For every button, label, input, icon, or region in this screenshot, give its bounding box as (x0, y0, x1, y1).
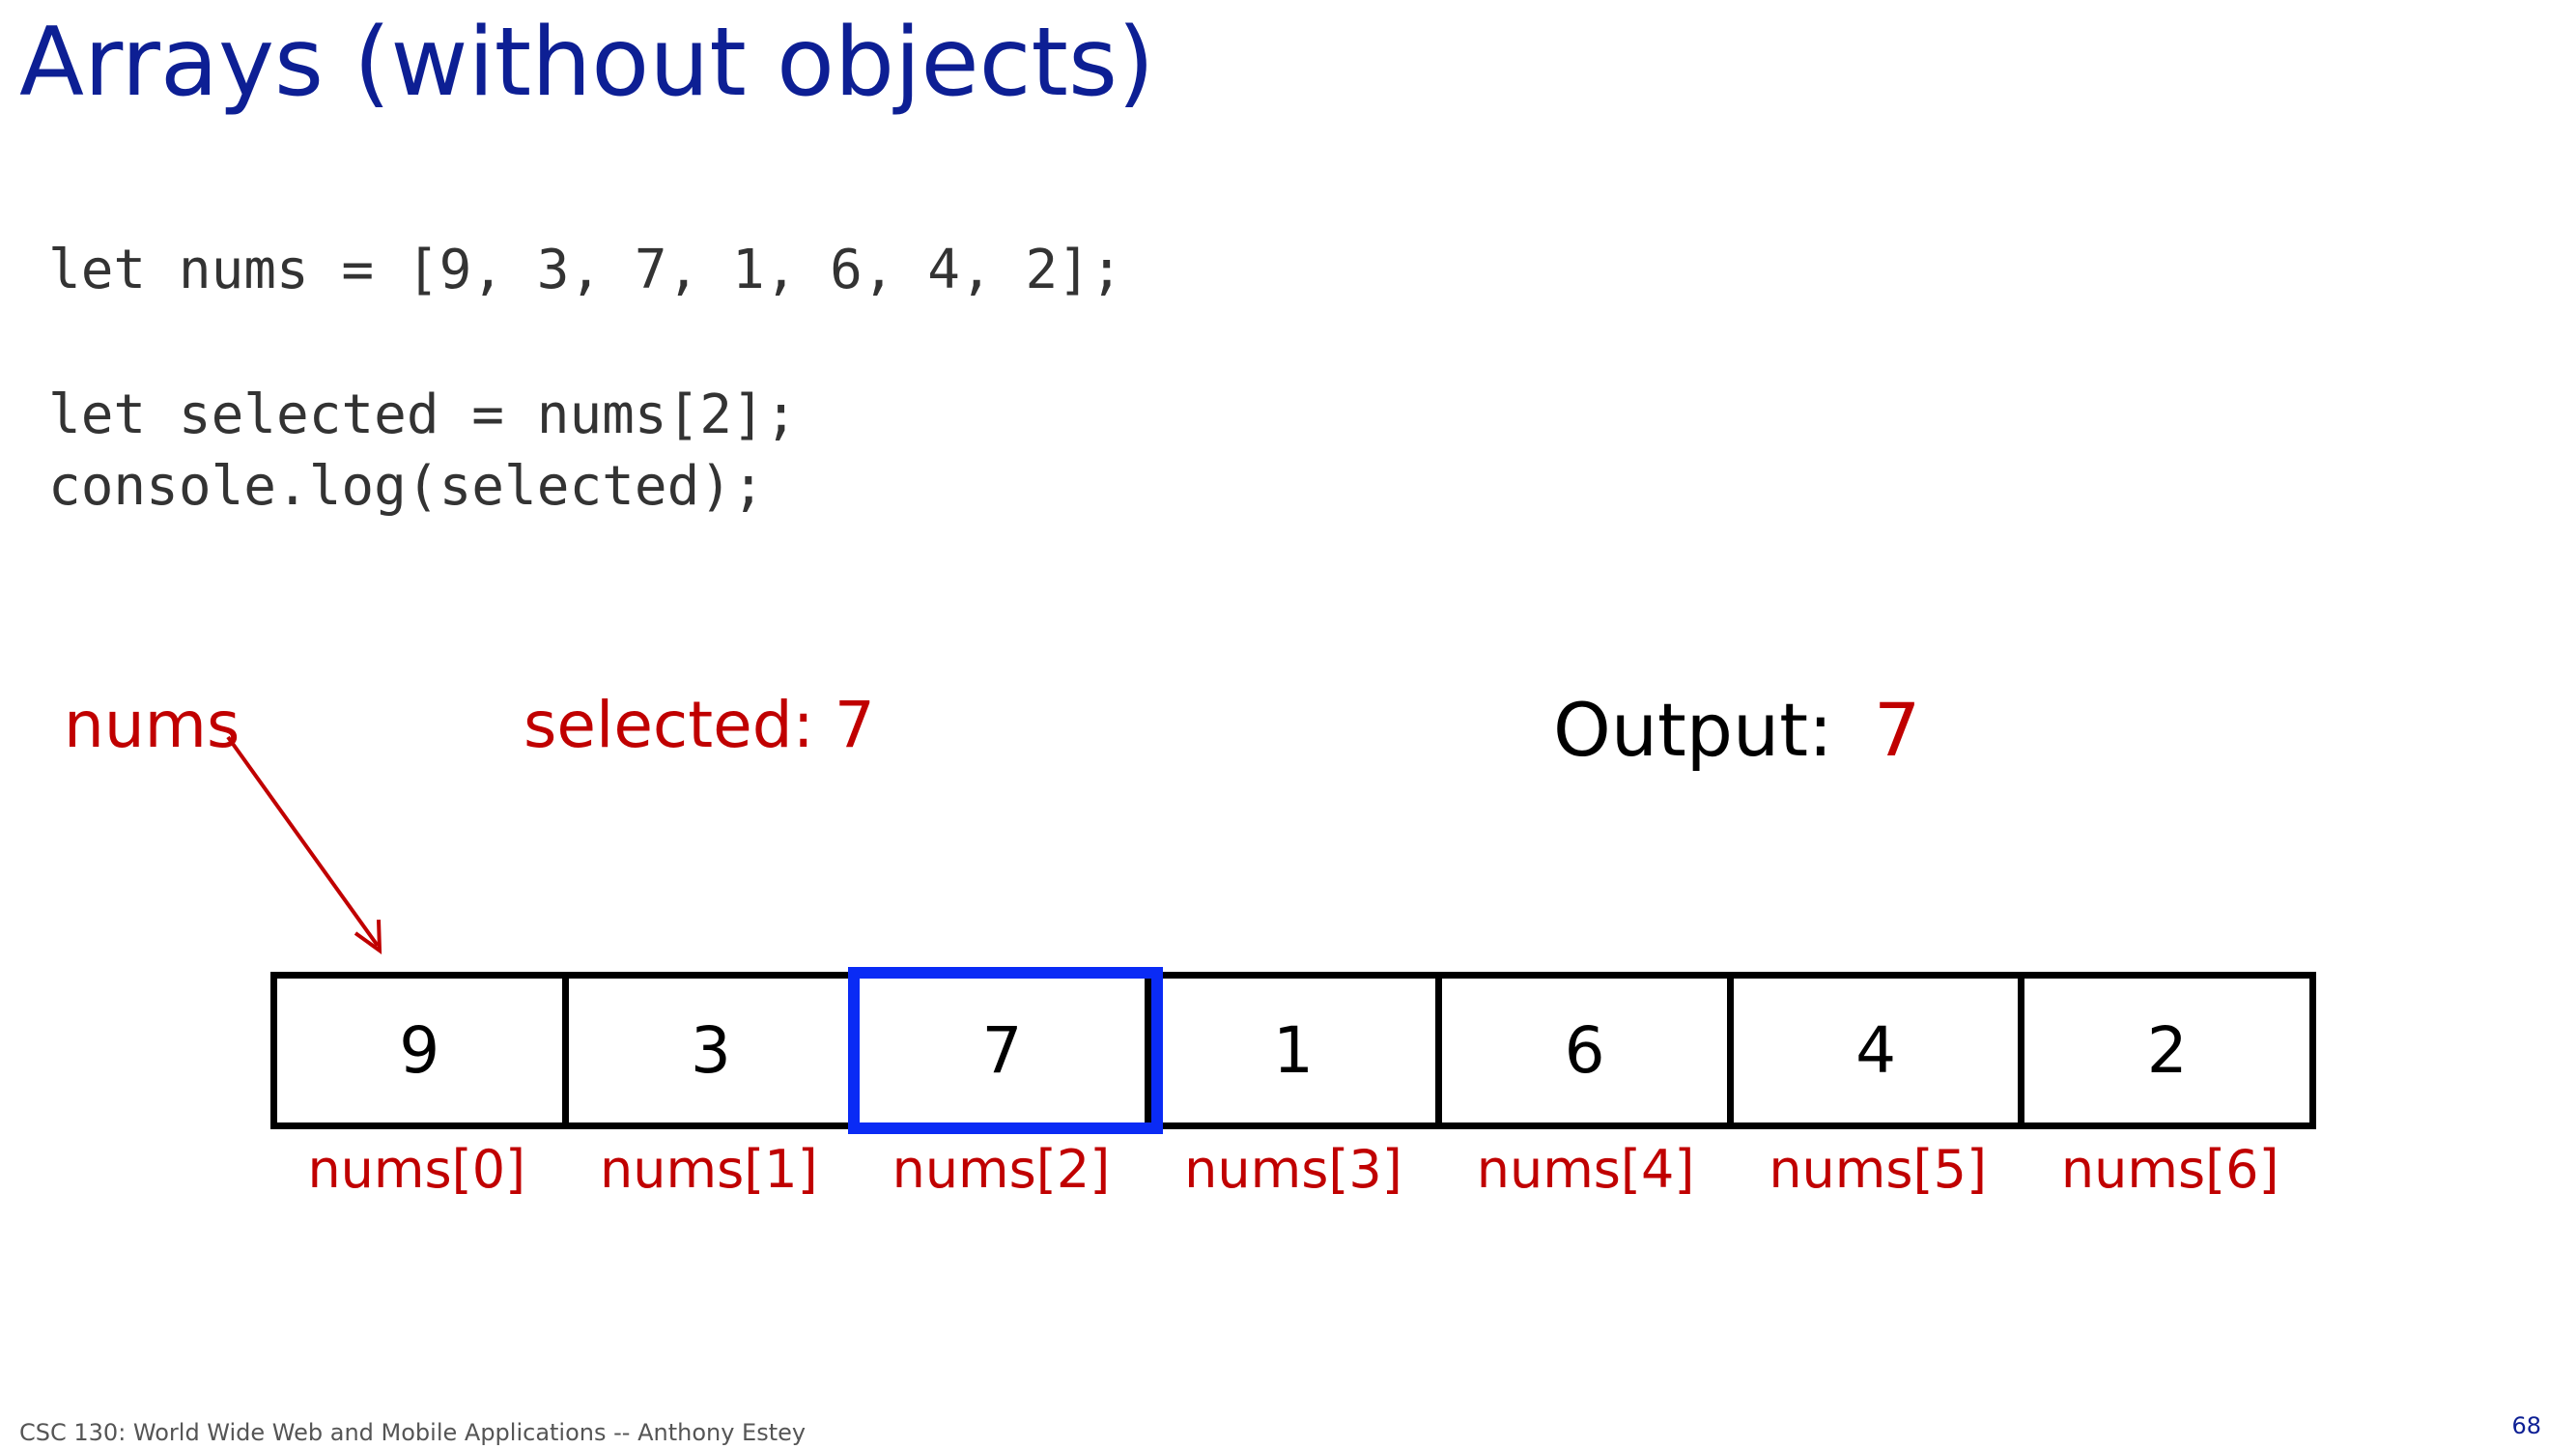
array-cell: 4 (1734, 979, 2025, 1122)
array-index-labels: nums[0] nums[1] nums[2] nums[3] nums[4] … (270, 1144, 2316, 1196)
array-cell-selected: 7 (848, 967, 1163, 1134)
array-index-label: nums[3] (1184, 1139, 1402, 1200)
code-line-3: console.log(selected); (48, 455, 765, 518)
output-label: Output: (1553, 687, 1833, 773)
array-cell: 2 (2146, 1013, 2188, 1088)
nums-pointer-label: nums (64, 688, 241, 762)
code-line-2: let selected = nums[2]; (48, 384, 798, 446)
array-index-label: nums[4] (1476, 1139, 1695, 1200)
array-cell: 3 (569, 979, 861, 1122)
array-index-label: nums[5] (1769, 1139, 1988, 1200)
array-diagram: 9 3 7 1 6 4 2 (270, 967, 2316, 1134)
output-value: 7 (1874, 687, 1921, 773)
page-number: 68 (2511, 1412, 2541, 1439)
selected-variable-label: selected: 7 (524, 688, 875, 762)
array-index-label: nums[6] (2060, 1139, 2279, 1200)
slide-title: Arrays (without objects) (19, 8, 1155, 118)
code-line-1: let nums = [9, 3, 7, 1, 6, 4, 2]; (48, 239, 1123, 301)
array-index-label: nums[0] (307, 1139, 526, 1200)
array-index-label: nums[1] (600, 1139, 818, 1200)
slide-footer: CSC 130: World Wide Web and Mobile Appli… (19, 1419, 807, 1446)
array-cell: 6 (1442, 979, 1734, 1122)
array-cell: 1 (1151, 979, 1443, 1122)
array-index-label: nums[2] (892, 1139, 1111, 1200)
array-cell: 9 (277, 979, 569, 1122)
